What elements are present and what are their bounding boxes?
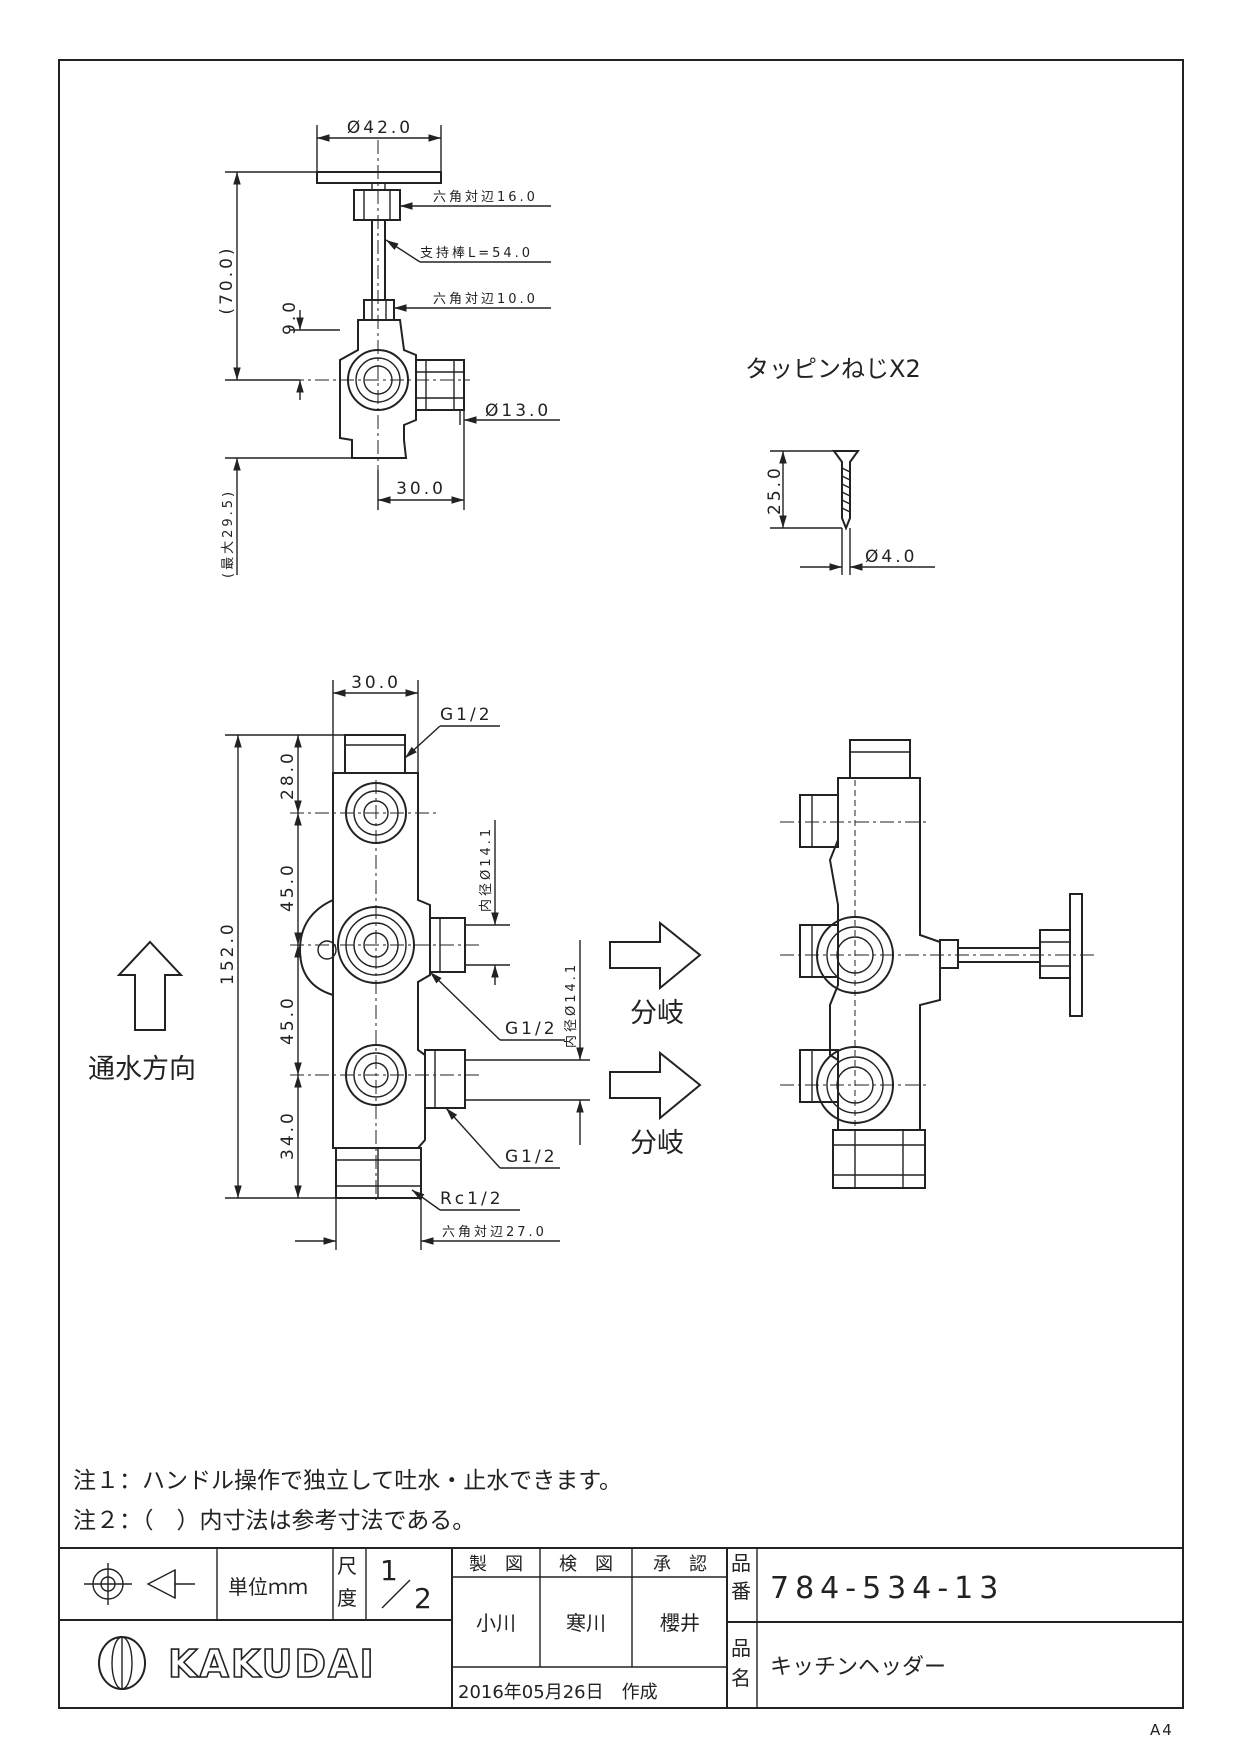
label-hex27: 六角対辺27.0 <box>442 1225 547 1240</box>
part-no-label-1: 品 <box>731 1551 751 1575</box>
screw-title: タッピンねじX2 <box>745 355 921 383</box>
dim-45b: 45.0 <box>278 995 298 1045</box>
branch-label-2: 分岐 <box>630 1128 684 1159</box>
scale-label-2: 度 <box>337 1586 357 1610</box>
flow-direction-label: 通水方向 <box>88 1054 196 1085</box>
projection-symbol-icon <box>84 1563 195 1605</box>
paper-size: A4 <box>1150 1721 1174 1739</box>
part-name: キッチンヘッダー <box>770 1655 946 1680</box>
screw-length: 25.0 <box>765 465 785 515</box>
dim-hex16: 六角対辺16.0 <box>433 190 538 205</box>
branch-arrow-icon-1 <box>609 920 702 991</box>
branch-arrow-icon-2 <box>609 1050 702 1121</box>
part-no-label-2: 番 <box>731 1579 751 1603</box>
flow-arrow-icon <box>116 940 184 1031</box>
dim-width-30-top: 30.0 <box>396 479 446 499</box>
screw-diameter: Ø4.0 <box>865 547 917 567</box>
brand-name: KAKUDAI <box>168 1642 376 1686</box>
label-g12-mid: G1/2 <box>505 1019 558 1039</box>
title-block: 単位ｍｍ 尺 度 1 2 製 図 検 図 承 認 小川 寒川 櫻井 2016年0… <box>59 1547 1183 1708</box>
front-view: 30.0 G1/2 152.0 28.0 45.0 45.0 34.0 内径Ø1… <box>88 673 702 1250</box>
label-rc12: Rc1/2 <box>440 1189 504 1209</box>
scale-numerator: 1 <box>380 1554 398 1587</box>
page-border <box>58 59 1184 1709</box>
dim-34: 34.0 <box>278 1110 298 1160</box>
note-2: 注２：（ ）内寸法は参考寸法である。 <box>73 1508 475 1534</box>
side-view <box>780 739 1095 1190</box>
dim-width-30-front: 30.0 <box>351 673 401 693</box>
dim-handle-diameter: Ø42.0 <box>347 118 413 138</box>
dim-9: 9.0 <box>280 299 300 335</box>
label-g12-low: G1/2 <box>505 1147 558 1167</box>
creation-date: 2016年05月26日 作成 <box>458 1682 658 1703</box>
note-1: 注１：ハンドル操作で独立して吐水・止水できます。 <box>73 1468 622 1494</box>
dim-outlet-diameter: Ø13.0 <box>485 401 551 421</box>
dim-inner-2: 内径Ø14.1 <box>563 962 579 1048</box>
dim-inner-1: 内径Ø14.1 <box>478 826 494 912</box>
branch-label-1: 分岐 <box>630 998 684 1029</box>
approved-name: 櫻井 <box>660 1611 700 1635</box>
label-g12-top: G1/2 <box>440 705 493 725</box>
dim-hex10: 六角対辺10.0 <box>433 292 538 307</box>
drawn-name: 小川 <box>476 1611 516 1635</box>
checked-label: 検 図 <box>559 1554 613 1575</box>
scale-label-1: 尺 <box>337 1554 357 1578</box>
kakudai-logo: KAKUDAI <box>98 1636 376 1690</box>
checked-name: 寒川 <box>566 1611 606 1635</box>
dim-28: 28.0 <box>278 750 298 800</box>
part-number: 784-534-13 <box>770 1571 1004 1606</box>
dim-max-29-5: (最大29.5) <box>221 489 236 578</box>
part-name-label-1: 品 <box>731 1636 751 1660</box>
dim-rod: 支持棒L=54.0 <box>420 246 533 261</box>
scale-denominator: 2 <box>414 1582 432 1615</box>
unit-label: 単位ｍｍ <box>228 1575 308 1599</box>
approved-label: 承 認 <box>653 1554 707 1575</box>
dim-height-70: (70.0) <box>217 245 237 314</box>
top-view: Ø42.0 六角対辺16.0 支持棒L=54.0 六角対辺10.0 Ø13.0 … <box>217 118 560 578</box>
screw-view: タッピンねじX2 25.0 Ø4.0 <box>745 355 935 575</box>
drawn-label: 製 図 <box>469 1554 523 1575</box>
part-name-label-2: 名 <box>731 1666 751 1690</box>
dim-45a: 45.0 <box>278 862 298 912</box>
dim-total-152: 152.0 <box>218 921 238 985</box>
